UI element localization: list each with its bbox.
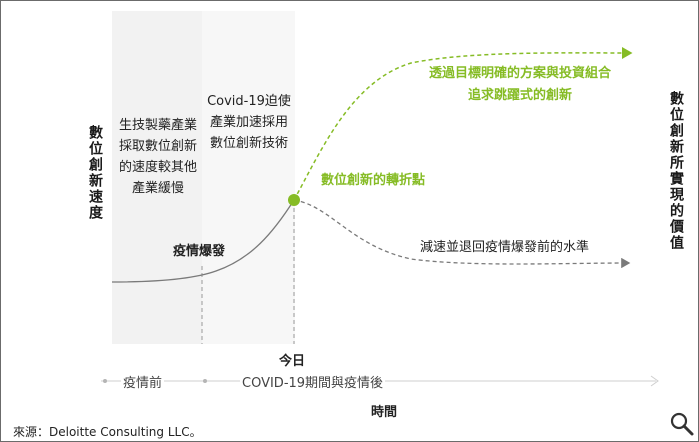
timeline-arrow <box>650 375 659 387</box>
pre-pandemic-text: 生技製藥產業採取數位創新的速度較其他產業緩慢 <box>118 118 197 196</box>
turning-point <box>288 194 300 206</box>
x-axis-label: 時間 <box>371 405 398 420</box>
leap-label: 透過目標明確的方案與投資組合 追求跳躍式的創新 <box>413 63 627 107</box>
growth-curve <box>111 199 295 283</box>
timeline-dot-outbreak <box>203 379 207 383</box>
magnifier-icon[interactable] <box>669 411 695 437</box>
leap-label-line2: 追求跳躍式的創新 <box>467 88 572 103</box>
pre-pandemic-panel <box>112 11 202 344</box>
source-note: 來源：Deloitte Consulting LLC。 <box>13 425 202 439</box>
turning-point-label: 數位創新的轉折點 <box>321 173 426 188</box>
covid-text: Covid-19迫使產業加速採用數位創新技術 <box>207 94 291 151</box>
y-axis-label: 數位創新速度 <box>87 125 103 221</box>
covid-panel <box>202 11 295 344</box>
leap-curve <box>293 46 633 201</box>
phase-post-label: COVID-19期間與疫情後 <box>240 372 386 391</box>
slowdown-label: 減速並退回疫情爆發前的水準 <box>420 240 590 255</box>
phase-pre-label: 疫情前 <box>121 372 165 391</box>
outbreak-label: 疫情爆發 <box>173 244 226 259</box>
value-label: 數位創新所實現的價值 <box>668 91 684 251</box>
leap-label-line1: 透過目標明確的方案與投資組合 <box>428 66 611 81</box>
today-label: 今日 <box>279 354 306 369</box>
slowdown-curve <box>293 199 631 269</box>
timeline-dot-start <box>103 379 107 383</box>
